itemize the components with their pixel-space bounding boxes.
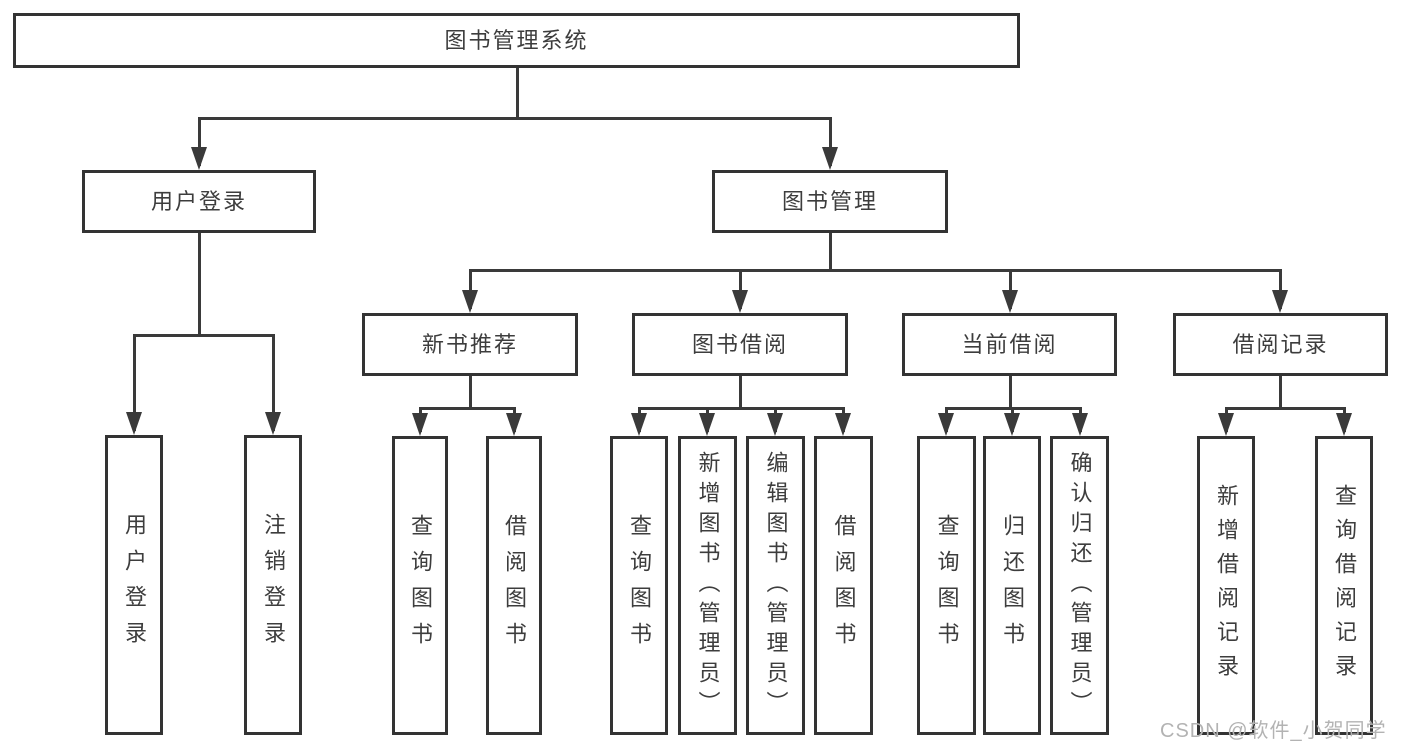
node-leaf-bb-query: 查询图书 [610,436,668,735]
arrow-down-icon [835,413,851,436]
arrow-down-icon [699,413,715,436]
arrow-down-icon [631,413,647,436]
connector-line [132,335,136,431]
connector-line [418,406,516,410]
arrow-down-icon [462,290,478,313]
node-label: 编辑图书（管理员） [763,450,789,721]
node-label: 用户登录 [122,513,147,657]
connector-line [468,268,1282,272]
arrow-down-icon [1072,413,1088,436]
connector-line [468,270,472,309]
connector-line [132,333,275,337]
node-label: 新书推荐 [421,331,518,357]
node-label: 确认归还（管理员） [1067,450,1093,721]
connector-line [515,68,519,118]
node-book-mgmt: 图书管理 [712,170,948,233]
connector-line [197,118,201,166]
arrow-down-icon [822,147,838,170]
connector-line [1278,270,1282,309]
node-book-borrow: 图书借阅 [632,313,848,376]
arrow-down-icon [126,412,142,435]
arrow-down-icon [1272,290,1288,313]
arrow-down-icon [191,147,207,170]
node-label: 查询图书 [627,513,652,658]
node-label: 归还图书 [1000,513,1025,658]
arrow-down-icon [412,413,428,436]
connector-line [1224,406,1346,410]
arrow-down-icon [767,413,783,436]
connector-line [738,376,742,408]
arrow-down-icon [506,413,522,436]
node-label: 查询借阅记录 [1332,483,1357,688]
connector-line [271,335,275,431]
node-label: 注销登录 [261,513,286,657]
node-label: 借阅图书 [502,513,527,658]
arrow-down-icon [1218,413,1234,436]
arrow-down-icon [732,290,748,313]
node-leaf-rec-borrow: 借阅图书 [486,436,542,735]
connector-line [1008,270,1012,309]
arrow-down-icon [938,413,954,436]
node-label: 图书管理系统 [444,27,589,53]
arrow-down-icon [265,412,281,435]
node-label: 新增借阅记录 [1214,483,1239,688]
connector-line [1278,376,1282,408]
connector-line [197,116,832,120]
connector-line [1008,376,1012,408]
connector-line [828,118,832,166]
node-label: 当前借阅 [961,331,1058,357]
connector-line [468,376,472,408]
node-current-borrow: 当前借阅 [902,313,1117,376]
node-leaf-logout: 注销登录 [244,435,302,735]
node-borrow-records: 借阅记录 [1173,313,1388,376]
node-leaf-br-add: 新增借阅记录 [1197,436,1255,735]
arrow-down-icon [1002,290,1018,313]
node-label: 借阅图书 [831,513,857,658]
node-label: 新增图书（管理员） [695,450,721,721]
node-leaf-cb-query: 查询图书 [917,436,976,735]
connector-line [828,233,832,270]
node-root: 图书管理系统 [13,13,1020,68]
node-leaf-bb-add: 新增图书（管理员） [678,436,737,735]
node-leaf-bb-borrow: 借阅图书 [814,436,873,735]
node-user-login: 用户登录 [82,170,316,233]
node-label: 图书借阅 [691,331,788,357]
node-leaf-bb-edit: 编辑图书（管理员） [746,436,805,735]
arrow-down-icon [1336,413,1352,436]
watermark: CSDN @软件_小贺同学 [1160,720,1387,742]
node-label: 图书管理 [781,188,878,214]
node-label: 查询图书 [408,513,433,658]
connector-line [738,270,742,309]
node-label: 用户登录 [150,188,247,214]
node-label: 借阅记录 [1232,331,1329,357]
node-leaf-rec-query: 查询图书 [392,436,448,735]
node-leaf-br-query: 查询借阅记录 [1315,436,1373,735]
node-leaf-user-login: 用户登录 [105,435,163,735]
node-leaf-cb-return: 归还图书 [983,436,1041,735]
connector-line [637,406,845,410]
connector-line [197,233,201,335]
node-new-book-rec: 新书推荐 [362,313,578,376]
node-label: 查询图书 [934,513,960,658]
node-leaf-cb-confirm: 确认归还（管理员） [1050,436,1109,735]
arrow-down-icon [1004,413,1020,436]
